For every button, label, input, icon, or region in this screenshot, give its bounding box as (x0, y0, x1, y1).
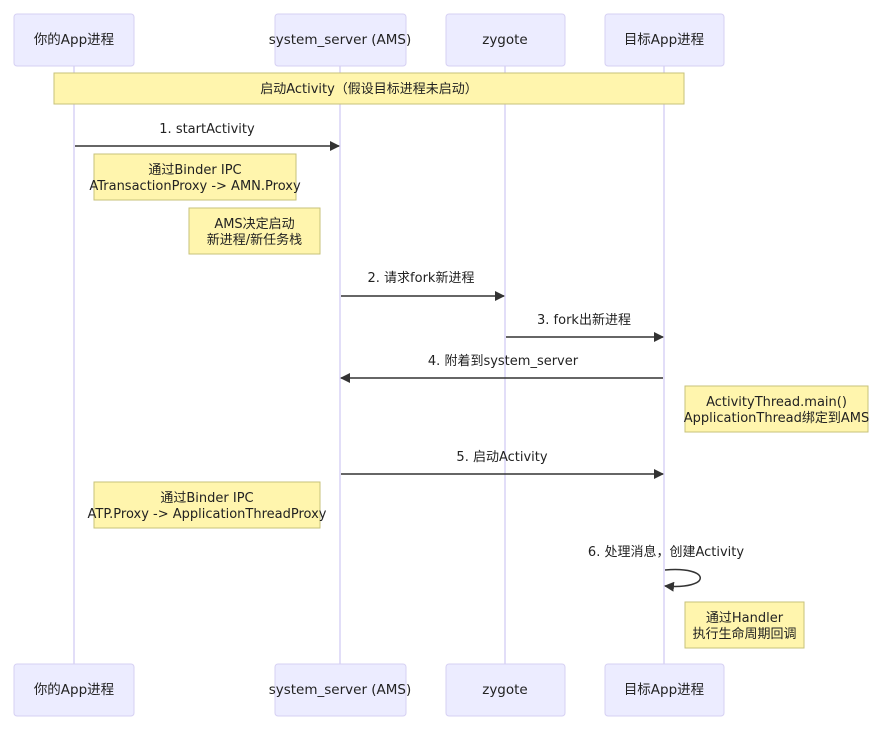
actor-label: 目标App进程 (624, 32, 704, 48)
note-binder-ipc-1: 通过Binder IPC ATransactionProxy -> AMN.Pr… (89, 153, 301, 201)
actor-label: zygote (482, 32, 528, 48)
message-label-1: 1. startActivity (159, 122, 255, 137)
banner-note: 启动Activity（假设目标进程未启动） (53, 72, 685, 105)
actor-zygote-top: zygote (445, 13, 566, 67)
note-line: 通过Binder IPC (160, 491, 253, 506)
message-label-2: 2. 请求fork新进程 (368, 270, 475, 286)
actor-label: system_server (AMS) (269, 32, 412, 48)
actor-label: 你的App进程 (34, 682, 114, 698)
actor-label: system_server (AMS) (269, 682, 412, 698)
actor-ams-top: system_server (AMS) (269, 13, 412, 67)
note-line: 执行生命周期回调 (692, 626, 796, 642)
note-ams-decision: AMS决定启动 新进程/新任务栈 (188, 207, 321, 255)
note-line: AMS决定启动 (214, 217, 294, 232)
message-arrow-6 (664, 568, 701, 592)
message-label-3: 3. fork出新进程 (537, 312, 631, 328)
note-line: ATP.Proxy -> ApplicationThreadProxy (88, 507, 327, 522)
note-line: ApplicationThread绑定到AMS (684, 411, 869, 426)
message-label-4: 4. 附着到system_server (428, 353, 579, 369)
actor-label: 目标App进程 (624, 682, 704, 698)
actor-zygote-bottom: zygote (445, 663, 566, 717)
actor-target-bottom: 目标App进程 (604, 663, 725, 717)
message-label-6: 6. 处理消息，创建Activity (588, 544, 744, 560)
note-line: ActivityThread.main() (706, 395, 847, 410)
actor-label: 你的App进程 (34, 32, 114, 48)
note-line: 新进程/新任务栈 (207, 232, 302, 248)
note-activitythread-main: ActivityThread.main() ApplicationThread绑… (684, 385, 869, 433)
note-line: 通过Handler (706, 611, 784, 626)
banner-text: 启动Activity（假设目标进程未启动） (260, 82, 478, 97)
actor-target-top: 目标App进程 (604, 13, 725, 67)
note-handler-lifecycle: 通过Handler 执行生命周期回调 (684, 601, 805, 649)
message-label-5: 5. 启动Activity (456, 450, 547, 465)
actor-app-top: 你的App进程 (13, 13, 135, 67)
note-binder-ipc-2: 通过Binder IPC ATP.Proxy -> ApplicationThr… (88, 481, 327, 529)
actor-ams-bottom: system_server (AMS) (269, 663, 412, 717)
note-line: ATransactionProxy -> AMN.Proxy (89, 179, 301, 194)
note-line: 通过Binder IPC (148, 163, 241, 178)
actor-app-bottom: 你的App进程 (13, 663, 135, 717)
actor-label: zygote (482, 682, 528, 698)
